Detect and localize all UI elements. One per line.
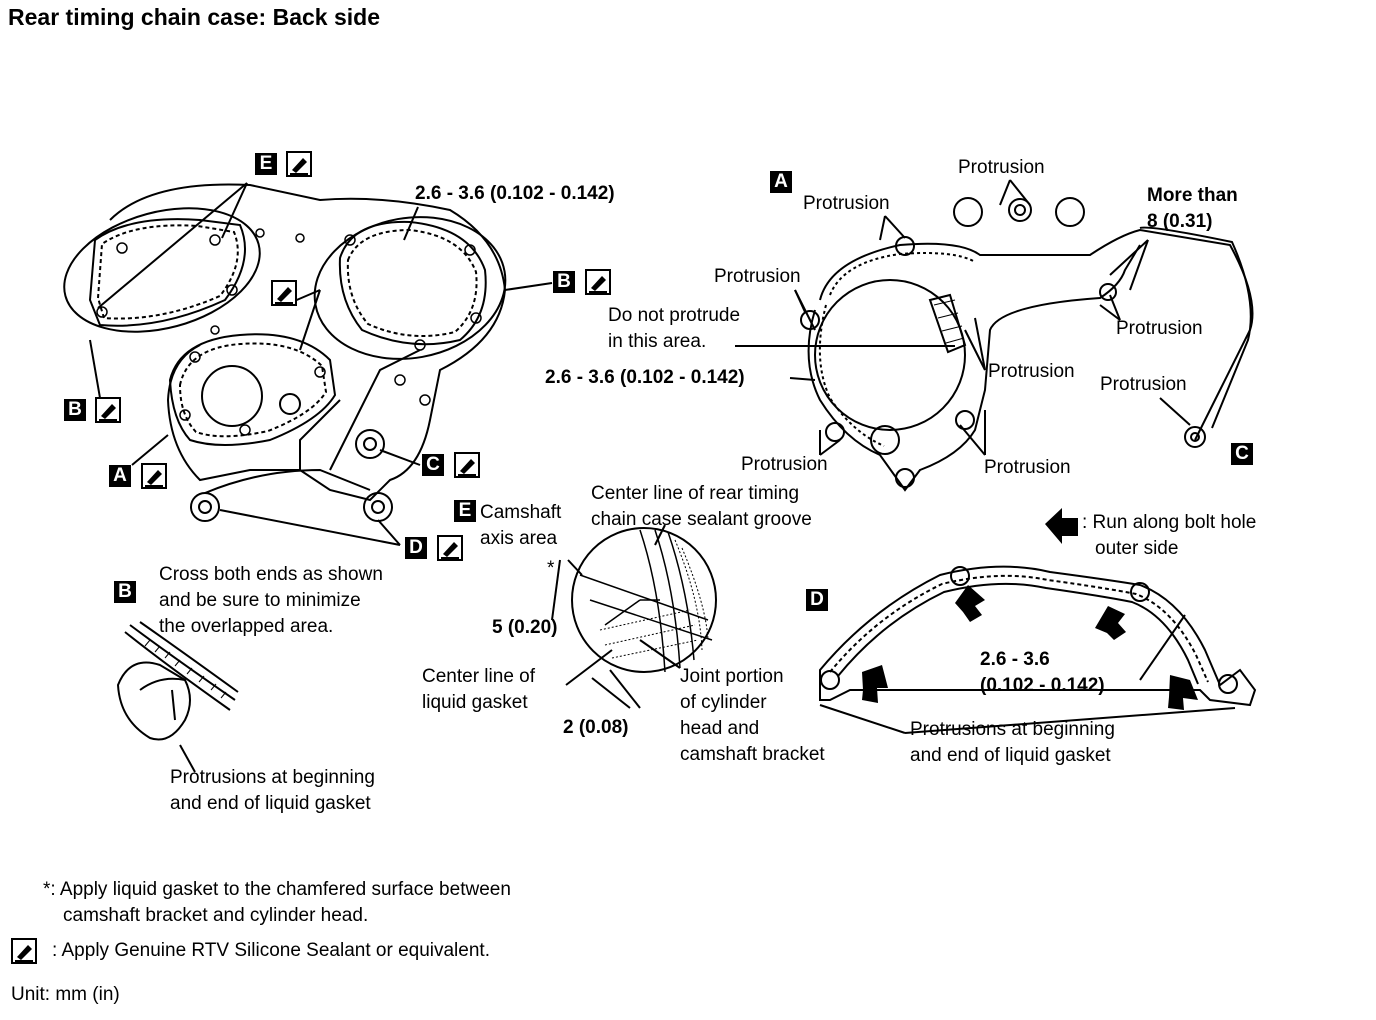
marker-c-detail: C	[1231, 443, 1253, 465]
marker-c-left: C	[422, 454, 444, 476]
marker-b-left: B	[64, 399, 86, 421]
dimension-label-2: (0.102 - 0.142)	[980, 675, 1105, 696]
dimension-label: 2.6 - 3.6	[980, 649, 1050, 670]
arrow-icon	[955, 585, 985, 622]
protrusions-label-2: and end of liquid gasket	[910, 745, 1111, 766]
protrusion-label: Protrusion	[1116, 318, 1203, 339]
sealant-icon	[141, 463, 167, 489]
arrow-icon	[862, 665, 888, 703]
dimension-2-label: 2 (0.08)	[563, 717, 629, 738]
marker-a-left: A	[109, 465, 131, 487]
protrusion-label: Protrusion	[958, 157, 1045, 178]
protrusion-label: Protrusion	[714, 266, 801, 287]
dimension-label: 2.6 - 3.6 (0.102 - 0.142)	[545, 367, 745, 388]
footnote-asterisk-2: camshaft bracket and cylinder head.	[63, 905, 369, 926]
detail-d-outline	[819, 565, 1257, 707]
footnote-unit: Unit: mm (in)	[11, 984, 120, 1005]
protrusion-label: Protrusion	[1100, 374, 1187, 395]
marker-d-detail: D	[806, 589, 828, 611]
legend-arrow-icon	[1045, 508, 1078, 544]
center-line-rear-label-2: chain case sealant groove	[591, 509, 812, 530]
cross-both-label: Cross both ends as shown	[159, 564, 383, 585]
detail-b-sketch	[129, 624, 236, 701]
more-than-value: 8 (0.31)	[1147, 211, 1213, 232]
marker-e-top: E	[255, 153, 277, 175]
sealant-icon	[437, 535, 463, 561]
protrusion-label: Protrusion	[988, 361, 1075, 382]
sealant-icon	[454, 452, 480, 478]
joint-portion-label-4: camshaft bracket	[680, 744, 825, 765]
center-line-liquid-label-2: liquid gasket	[422, 692, 528, 713]
center-line-rear-label: Center line of rear timing	[591, 483, 800, 504]
asterisk-mark: *	[547, 558, 555, 579]
detail-e-circle	[571, 527, 717, 673]
arrow-icon	[1168, 675, 1198, 710]
dimension-label: 2.6 - 3.6 (0.102 - 0.142)	[415, 183, 615, 204]
sealant-icon	[95, 397, 121, 423]
page-title: Rear timing chain case: Back side	[8, 4, 380, 30]
protrusions-b-label-2: and end of liquid gasket	[170, 793, 371, 814]
center-line-liquid-label: Center line of	[422, 666, 536, 687]
dimension-5-label: 5 (0.20)	[492, 617, 558, 638]
camshaft-label-2: axis area	[480, 528, 558, 549]
marker-d-left: D	[405, 537, 427, 559]
detail-a-bore	[814, 279, 966, 431]
run-along-label: : Run along bolt hole	[1082, 512, 1257, 533]
cross-both-label-2: and be sure to minimize	[159, 590, 361, 611]
joint-portion-label: Joint portion	[680, 666, 784, 687]
arrow-icon	[1095, 606, 1126, 640]
chain-case-outline	[109, 183, 507, 502]
joint-portion-label-2: of cylinder	[680, 692, 767, 713]
protrusion-label: Protrusion	[741, 454, 828, 475]
sealant-icon	[11, 938, 37, 964]
sealant-icon	[271, 280, 297, 306]
footnote-sealant: : Apply Genuine RTV Silicone Sealant or …	[52, 940, 490, 961]
sealant-icon	[585, 269, 611, 295]
protrusion-label: Protrusion	[803, 193, 890, 214]
camshaft-label: Camshaft	[480, 502, 562, 523]
footnote-asterisk: *: Apply liquid gasket to the chamfered …	[43, 879, 511, 900]
marker-e-detail: E	[454, 500, 476, 522]
run-along-label-2: outer side	[1095, 538, 1179, 559]
marker-a-detail: A	[770, 171, 792, 193]
joint-portion-label-3: head and	[680, 718, 760, 739]
more-than-label: More than	[1147, 185, 1238, 206]
marker-b-detail: B	[114, 581, 136, 603]
do-not-protrude-label-2: in this area.	[608, 331, 707, 352]
cam-left-ellipse	[63, 207, 261, 333]
marker-b-right: B	[553, 271, 575, 293]
protrusion-label: Protrusion	[984, 457, 1071, 478]
protrusions-label: Protrusions at beginning	[910, 719, 1115, 740]
sealant-icon	[286, 151, 312, 177]
cross-both-label-3: the overlapped area.	[159, 616, 334, 637]
do-not-protrude-label: Do not protrude	[608, 305, 741, 326]
protrusions-b-label: Protrusions at beginning	[170, 767, 375, 788]
